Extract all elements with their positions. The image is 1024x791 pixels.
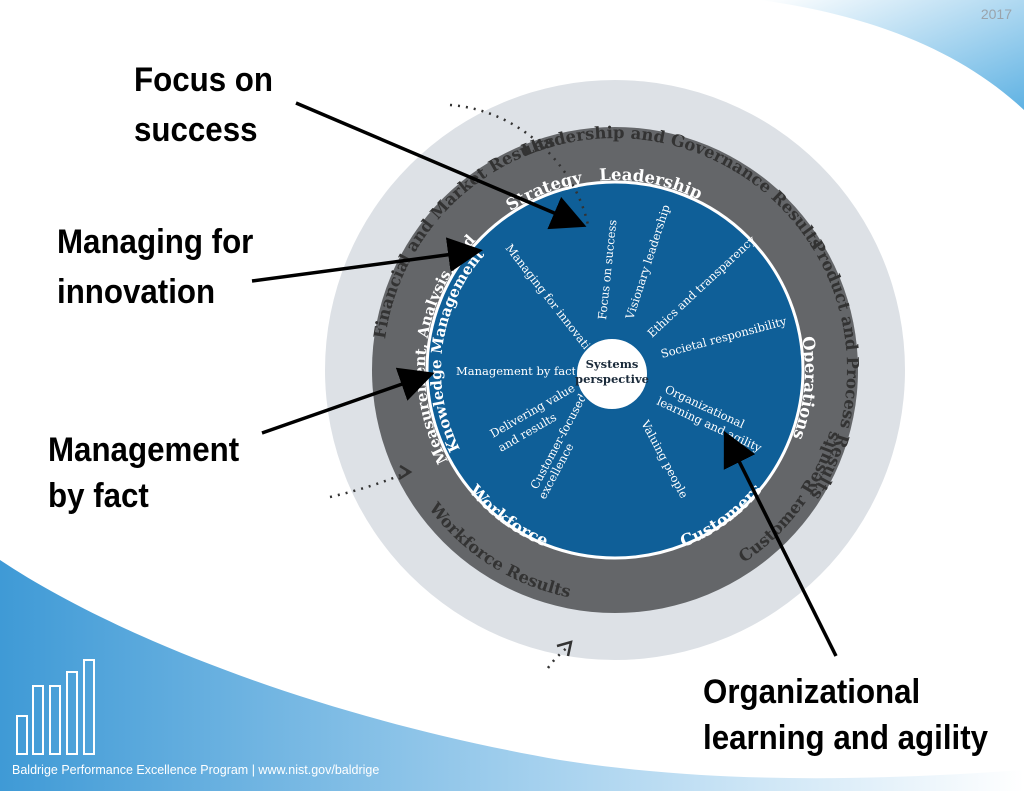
spoke-management-by-fact: Management by fact [456,364,577,378]
bar-logo [16,659,95,755]
dotted-arrow-bottom [546,644,571,669]
bottom-wave [0,560,1024,791]
footer-text: Baldrige Performance Excellence Program … [12,763,380,777]
systems-perspective-circle [575,337,649,411]
callout-managing-for-innovation: Managing for innovation [57,223,254,311]
arrow-focus-on-success [295,101,587,230]
callout-focus-on-success: Focus on success [134,61,274,149]
center-label-line1: Systems [586,357,639,371]
year-label: 2017 [980,6,1012,22]
center-label-line2: perspective [575,372,649,386]
arrow-managing-for-innovation [251,237,483,283]
dotted-arrow-left [329,470,409,499]
arrow-organizational-learning [723,430,838,657]
dotted-arrow-top [449,103,590,226]
top-right-wave [760,0,1024,110]
arrow-management-by-fact [261,367,435,435]
callout-organizational-learning: Organizational learning and agility [703,673,989,757]
callout-management-by-fact: Management by fact [48,431,240,515]
